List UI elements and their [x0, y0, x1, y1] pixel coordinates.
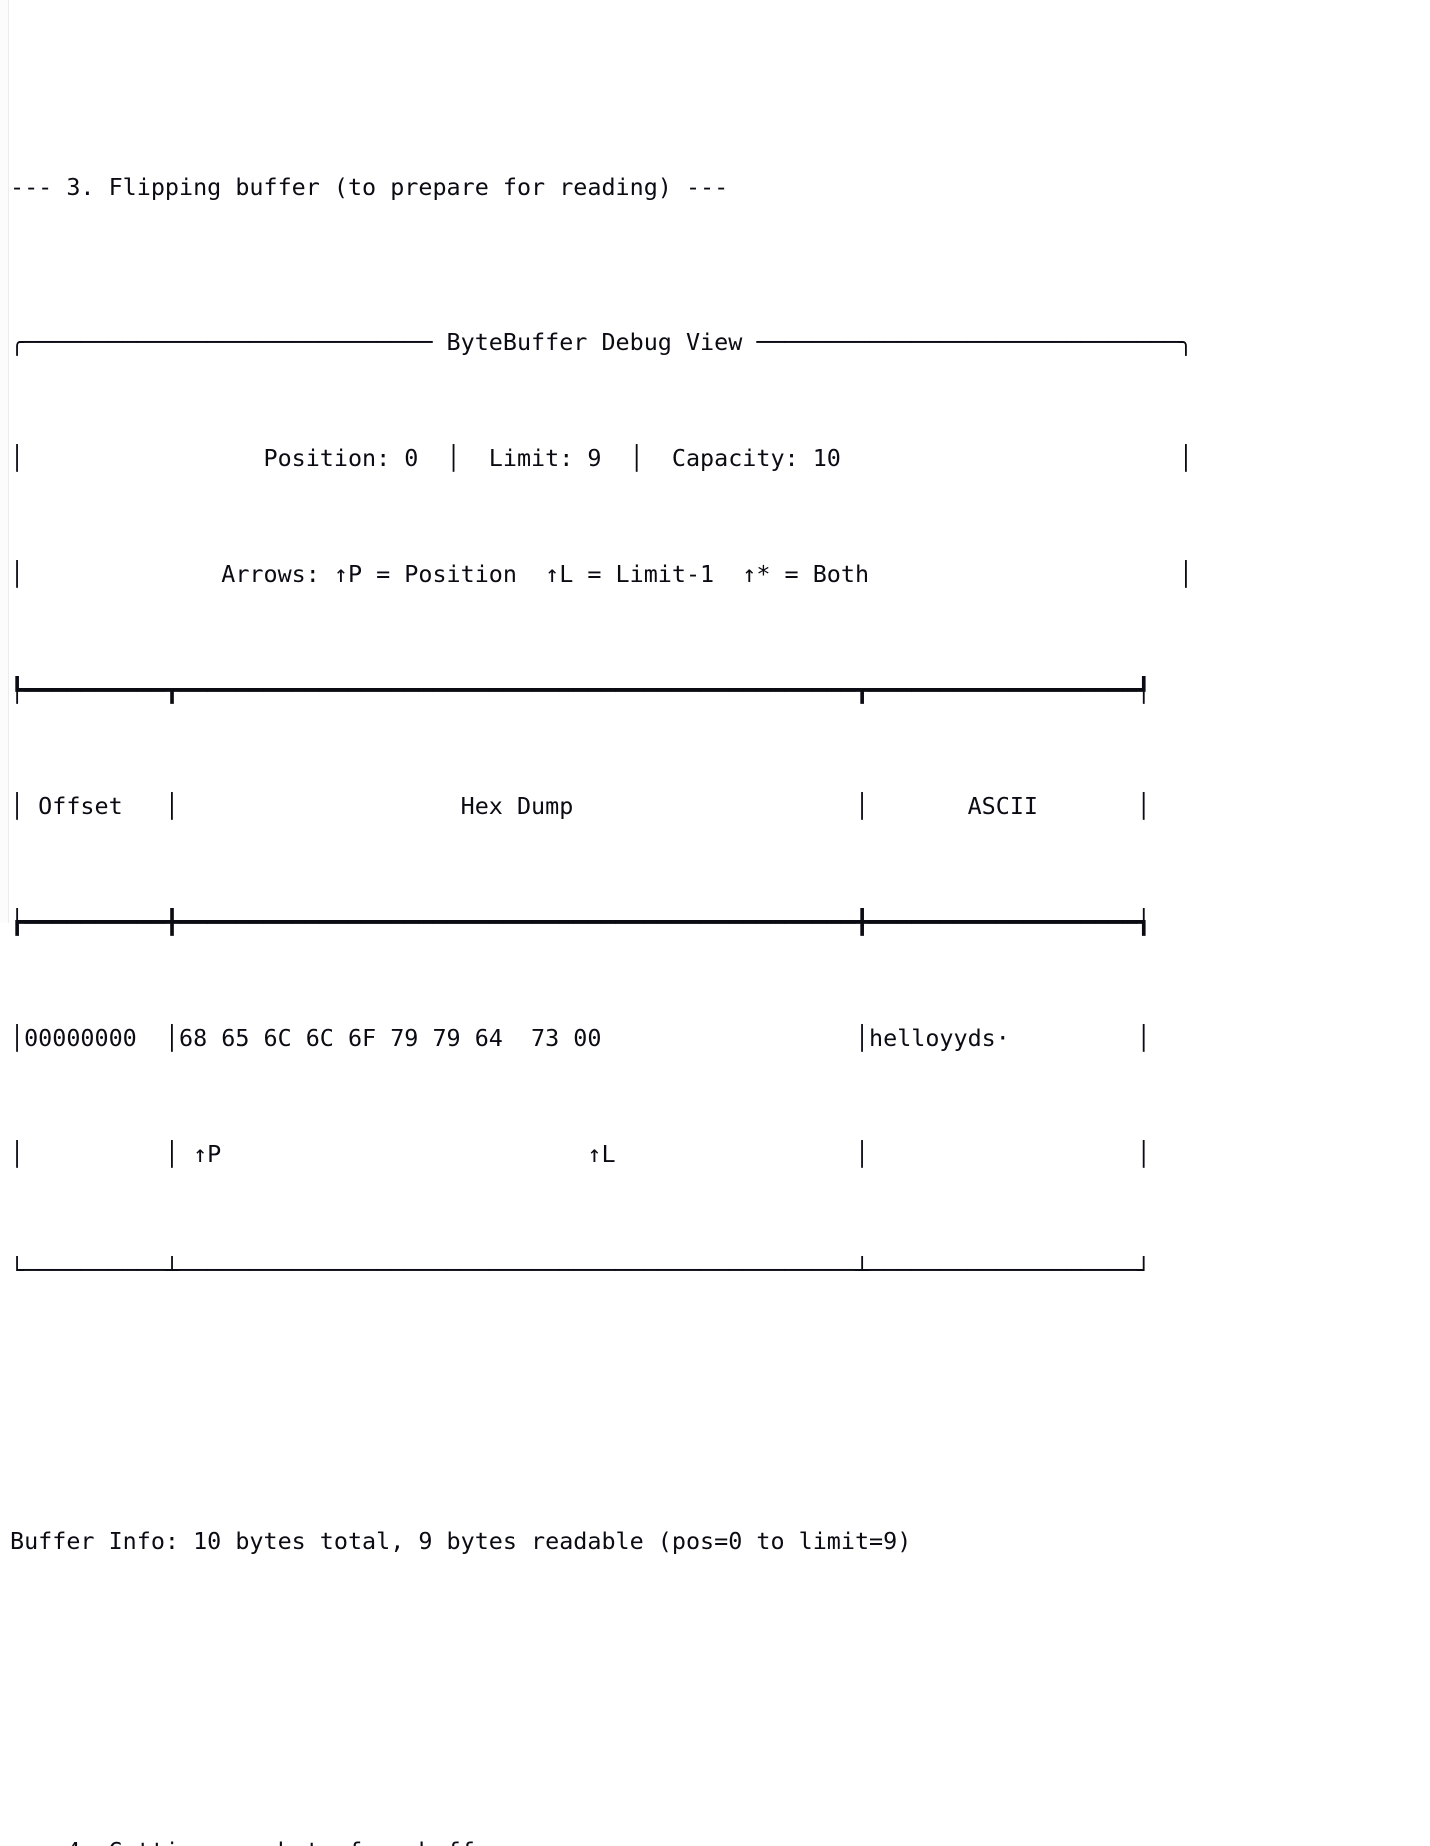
table-marker-row-1: │ │ ↑P ↑L │ │	[10, 1140, 1151, 1169]
table-header-row-1: │ Offset │ Hex Dump │ ASCII │	[10, 791, 1151, 820]
table-header-rule-1: ┢━━━━━━━━━━╋━━━━━━━━━━━━━━━━━━━━━━━━━━━━…	[10, 908, 1151, 937]
buffer-info-text: Buffer Info: 10 bytes total, 9 bytes rea…	[10, 1527, 912, 1556]
terminal-console-output: --- 3. Flipping buffer (to prepare for r…	[10, 0, 1430, 1846]
section-heading-3: --- 3. Flipping buffer (to prepare for r…	[10, 172, 729, 201]
blank-line-2	[10, 1638, 1430, 1677]
panel-arrows-line-1: │ Arrows: ↑P = Position ↑L = Limit-1 ↑* …	[10, 559, 1193, 588]
table-data-row-1: │00000000 │68 65 6C 6C 6F 79 79 64 73 00…	[10, 1024, 1151, 1053]
section-heading-4: --- 4. Getting one byte from buffer ---	[10, 1832, 1430, 1846]
editor-gutter	[0, 0, 9, 923]
panel-title-bar-1: ╭───────────────────────────── ByteBuffe…	[10, 327, 1193, 356]
blank-line-1	[10, 1406, 1430, 1445]
table-top-rule-1: ┡━━━━━━━━━━┳━━━━━━━━━━━━━━━━━━━━━━━━━━━━…	[10, 675, 1151, 704]
panel-info-line-1: │ Position: 0 │ Limit: 9 │ Capacity: 10 …	[10, 443, 1193, 472]
table-bottom-rule-1: └──────────┴────────────────────────────…	[10, 1256, 1151, 1285]
